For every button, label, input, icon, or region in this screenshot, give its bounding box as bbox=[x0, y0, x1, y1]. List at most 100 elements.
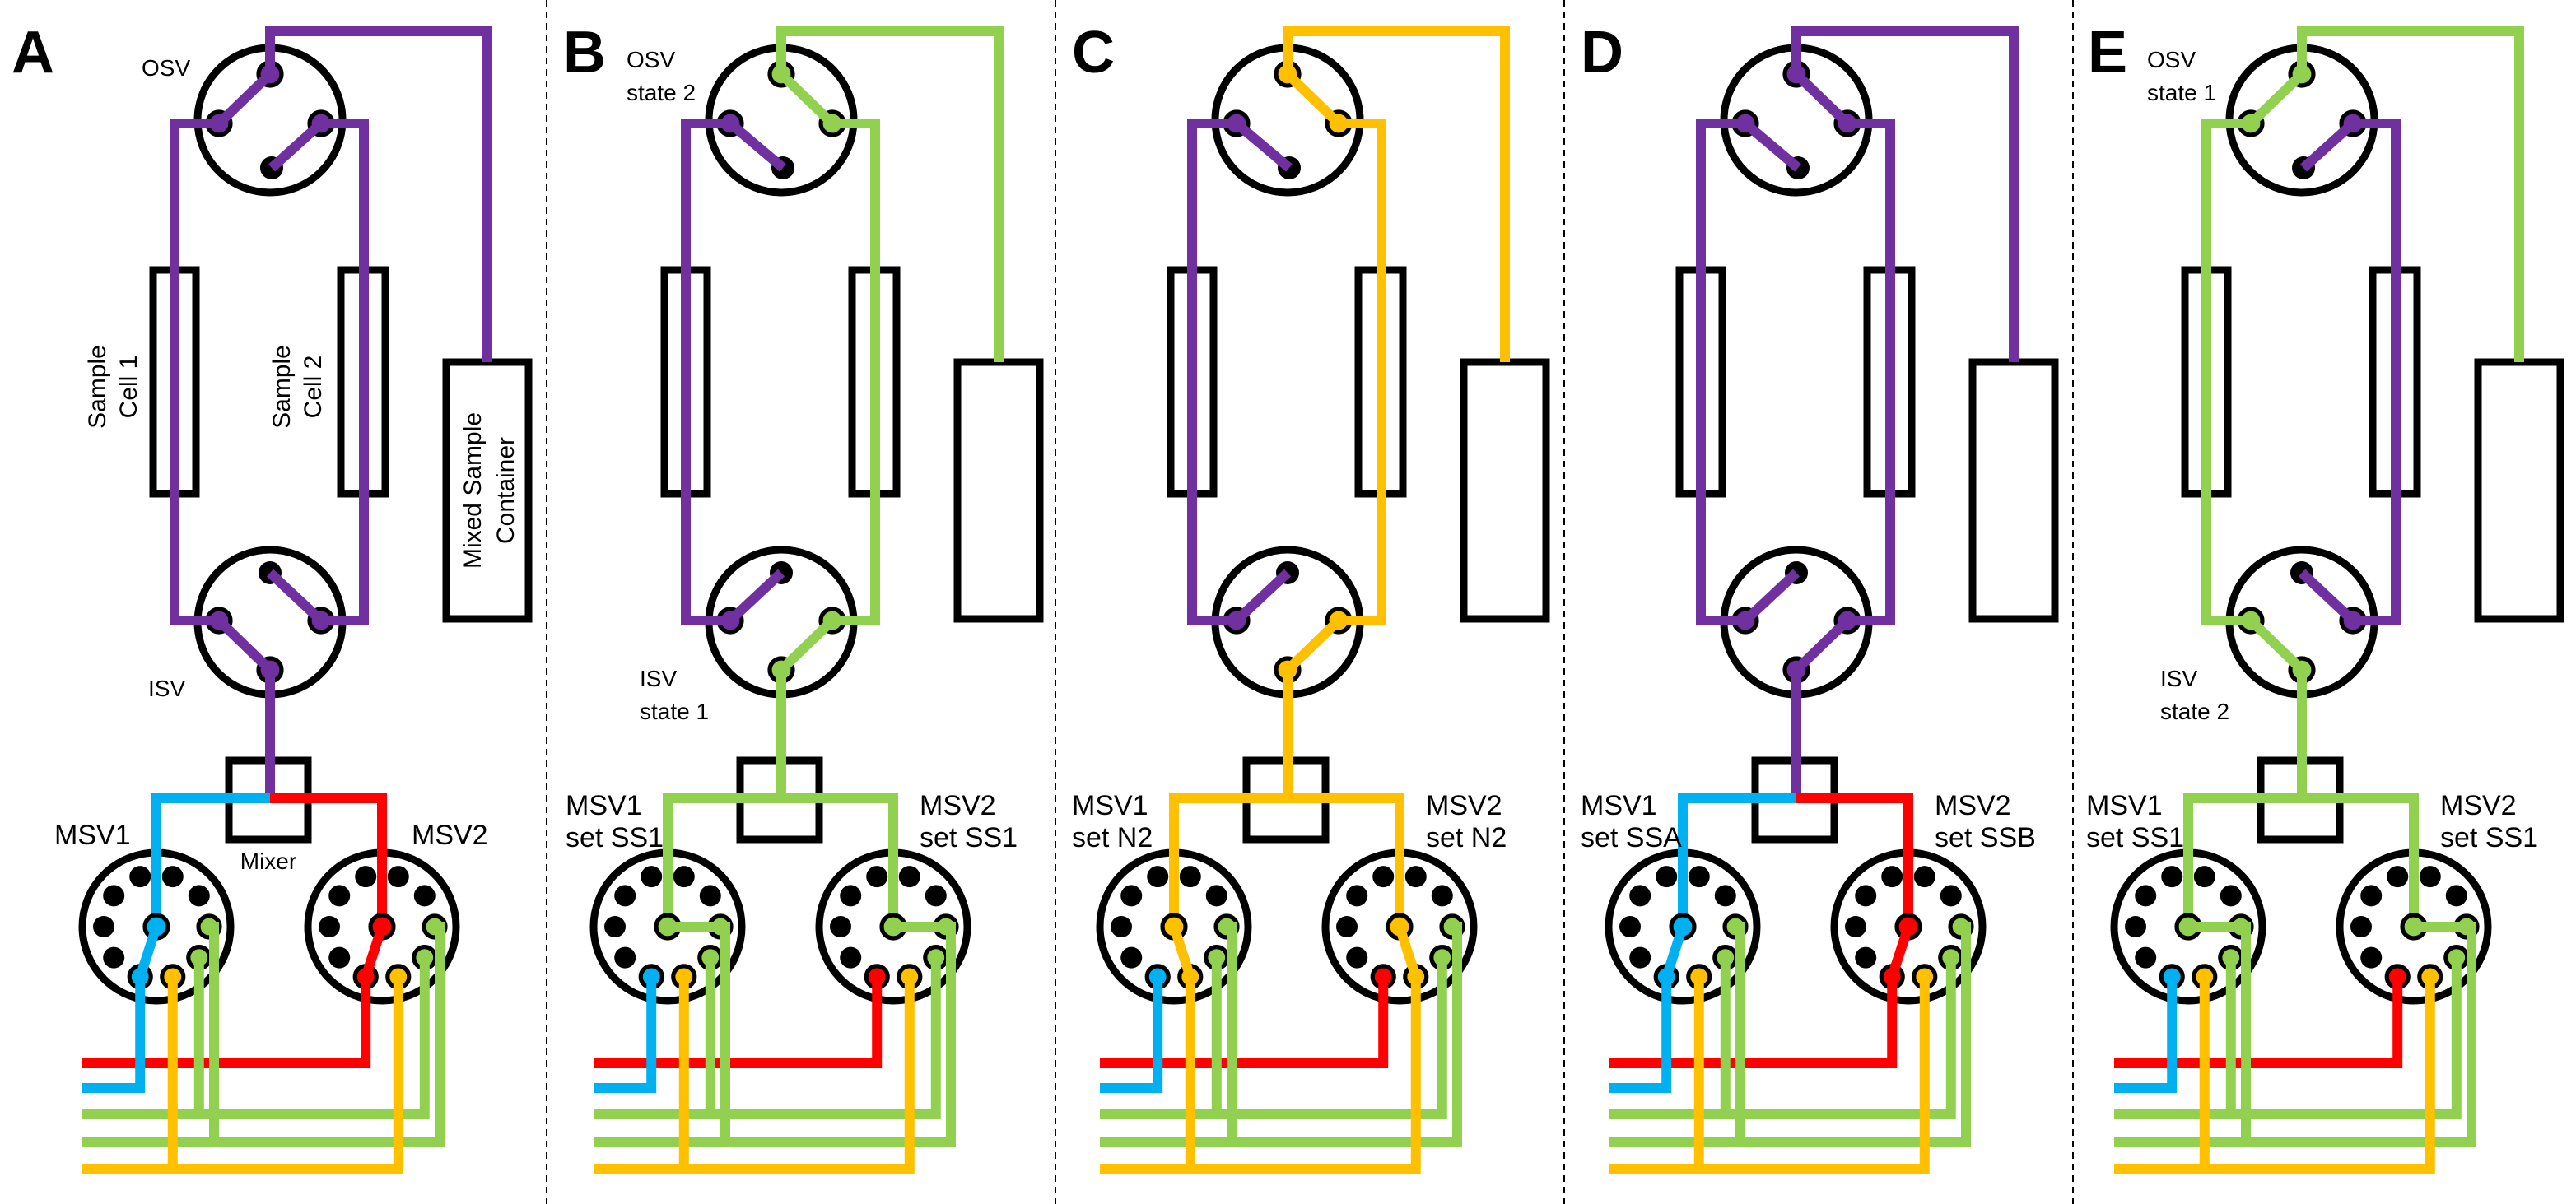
msv1-label: MSV1 bbox=[1581, 790, 1657, 821]
msv2-label: set SS1 bbox=[920, 822, 1018, 853]
green-supply-line bbox=[2241, 922, 2251, 1142]
msv1-label: set SS1 bbox=[566, 822, 664, 853]
msv1-port-closed bbox=[103, 885, 125, 907]
green-supply-line bbox=[209, 922, 219, 1142]
msv2-port-closed bbox=[413, 885, 436, 907]
osv-internal-link bbox=[1283, 70, 1343, 128]
right-rail-line bbox=[2353, 119, 2401, 625]
green-supply-line bbox=[1609, 922, 1971, 1147]
container-line bbox=[1283, 26, 1510, 362]
msv2-port-closed bbox=[2387, 866, 2409, 888]
msv2-port-closed bbox=[866, 866, 888, 888]
left-rail-line bbox=[1187, 119, 1237, 625]
msv1-port-closed bbox=[2135, 946, 2157, 969]
osv-internal-link bbox=[1233, 119, 1293, 172]
blue-supply-line bbox=[594, 976, 657, 1093]
msv2-port-closed bbox=[1372, 866, 1395, 888]
msv1-port-closed bbox=[1205, 885, 1227, 907]
mixer-to-msv2-line bbox=[1796, 793, 1913, 927]
green-supply-line bbox=[1100, 922, 1462, 1147]
isv-internal-link bbox=[1741, 569, 1800, 625]
mixer-to-msv2-line bbox=[270, 793, 387, 927]
yellow-supply-line bbox=[82, 976, 403, 1174]
msv1-port-closed bbox=[1629, 885, 1651, 907]
osv-internal-link bbox=[268, 119, 325, 172]
mixer-to-msv1-line bbox=[1678, 793, 1796, 927]
msv2-port-closed bbox=[1881, 866, 1903, 888]
msv1-port-closed bbox=[1120, 946, 1143, 969]
msv2-port-closed bbox=[355, 866, 377, 888]
msv1-label: MSV1 bbox=[54, 820, 131, 851]
msv1-active-link bbox=[135, 925, 161, 979]
msv2-port-closed bbox=[1404, 866, 1427, 888]
green-supply-line bbox=[1735, 922, 1745, 1142]
msv1-port-closed bbox=[2161, 866, 2183, 888]
mixer-to-msv1-line bbox=[1169, 793, 1288, 927]
msv2-port-closed bbox=[840, 885, 862, 907]
msv2-port-closed bbox=[2419, 866, 2441, 888]
msv1-port-closed bbox=[2193, 866, 2215, 888]
container-line bbox=[776, 26, 1004, 362]
msv1-label: MSV1 bbox=[1072, 790, 1148, 821]
container-line bbox=[2297, 26, 2524, 362]
msv2-port-closed bbox=[840, 946, 862, 969]
msv1-port-closed bbox=[1120, 885, 1143, 907]
msv1-port-closed bbox=[1619, 916, 1641, 937]
msv1-port-closed bbox=[93, 916, 114, 937]
msv1-port-closed bbox=[2220, 885, 2242, 907]
msv1-port-closed bbox=[1147, 866, 1169, 888]
msv2-port-closed bbox=[328, 946, 351, 969]
msv2-port-closed bbox=[830, 916, 851, 937]
msv1-port-closed bbox=[1179, 866, 1201, 888]
msv2-label: set N2 bbox=[1426, 822, 1507, 853]
msv2-port-closed bbox=[1940, 885, 1962, 907]
isv-internal-link bbox=[1232, 569, 1292, 625]
right-rail-line bbox=[1339, 119, 1386, 625]
isv-internal-link bbox=[215, 616, 274, 674]
msv2-port-closed bbox=[1855, 885, 1877, 907]
mixed-sample-container bbox=[953, 358, 1044, 623]
msv1-label: set SS1 bbox=[2086, 822, 2184, 853]
msv2-port-closed bbox=[2360, 885, 2383, 907]
sample-cell-2-label-line: Cell 2 bbox=[300, 356, 327, 419]
msv1-port-closed bbox=[641, 866, 663, 888]
msv2-port-closed bbox=[2445, 885, 2467, 907]
msv1-port-closed bbox=[614, 885, 636, 907]
mixed-sample-container-label-line: Container bbox=[492, 437, 519, 544]
osv-internal-link bbox=[1792, 70, 1852, 128]
msv2-label: MSV2 bbox=[2440, 790, 2517, 821]
msv1-active-link bbox=[1169, 925, 1195, 979]
isv-label: ISV bbox=[148, 676, 185, 701]
isv-label: state 2 bbox=[2160, 699, 2229, 724]
right-rail-line bbox=[832, 119, 880, 625]
yellow-supply-line bbox=[1100, 976, 1421, 1174]
msv2-port-closed bbox=[1845, 916, 1866, 937]
osv-label: state 1 bbox=[2147, 80, 2216, 105]
green-supply-line bbox=[82, 957, 430, 1119]
mixed-sample-container bbox=[442, 358, 533, 623]
msv1-port-closed bbox=[161, 866, 184, 888]
mixer-to-msv1-line bbox=[151, 793, 270, 927]
blue-supply-line bbox=[2114, 976, 2178, 1093]
isv-internal-link bbox=[726, 569, 785, 625]
msv2-port-closed bbox=[1913, 866, 1935, 888]
msv1-port-closed bbox=[103, 946, 125, 969]
msv2-label: MSV2 bbox=[412, 820, 488, 851]
msv1-port-closed bbox=[1111, 916, 1132, 937]
sample-cell-1-label-line: Sample bbox=[84, 345, 111, 429]
isv-internal-link bbox=[266, 569, 325, 625]
osv-internal-link bbox=[727, 119, 786, 172]
isv-internal-link bbox=[2298, 569, 2357, 625]
msv1-port-closed bbox=[188, 885, 210, 907]
msv2-active-link bbox=[1395, 925, 1421, 979]
right-rail-line bbox=[321, 119, 369, 625]
isv-internal-link bbox=[1792, 616, 1852, 674]
mixer-to-msv1-line bbox=[2183, 793, 2302, 927]
msv2-port-closed bbox=[319, 916, 340, 937]
msv2-label: MSV2 bbox=[1426, 790, 1502, 821]
isv-label: state 1 bbox=[640, 699, 709, 724]
yellow-supply-line bbox=[594, 976, 915, 1174]
